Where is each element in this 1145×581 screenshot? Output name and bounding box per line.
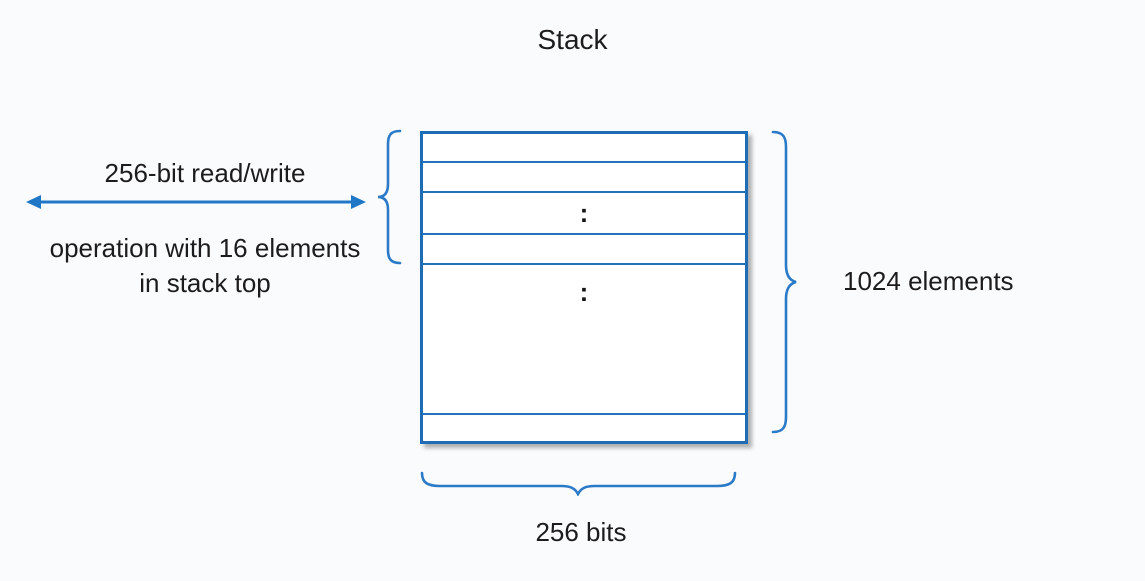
stack-box: : : — [420, 131, 748, 444]
ellipsis-dots: : — [579, 277, 589, 307]
width-label: 256 bits — [535, 517, 627, 547]
element-count-label: 1024 elements — [843, 266, 1014, 296]
stack-row — [423, 415, 745, 441]
stack-top-brace-icon — [377, 129, 402, 265]
ellipsis-dots: : — [579, 198, 589, 228]
double-arrow-icon — [26, 195, 366, 209]
stack-row: : — [423, 265, 745, 415]
page-title: Stack — [537, 24, 608, 55]
stack-row — [423, 235, 745, 265]
operation-label-line2: in stack top — [139, 268, 271, 298]
arrow-label: 256-bit read/write — [104, 158, 306, 188]
width-brace-icon — [420, 471, 737, 496]
stack-row: : — [423, 193, 745, 235]
stack-row — [423, 134, 745, 163]
operation-label-line1: operation with 16 elements — [49, 233, 361, 263]
stack-row — [423, 163, 745, 193]
element-count-brace-icon — [771, 130, 797, 434]
